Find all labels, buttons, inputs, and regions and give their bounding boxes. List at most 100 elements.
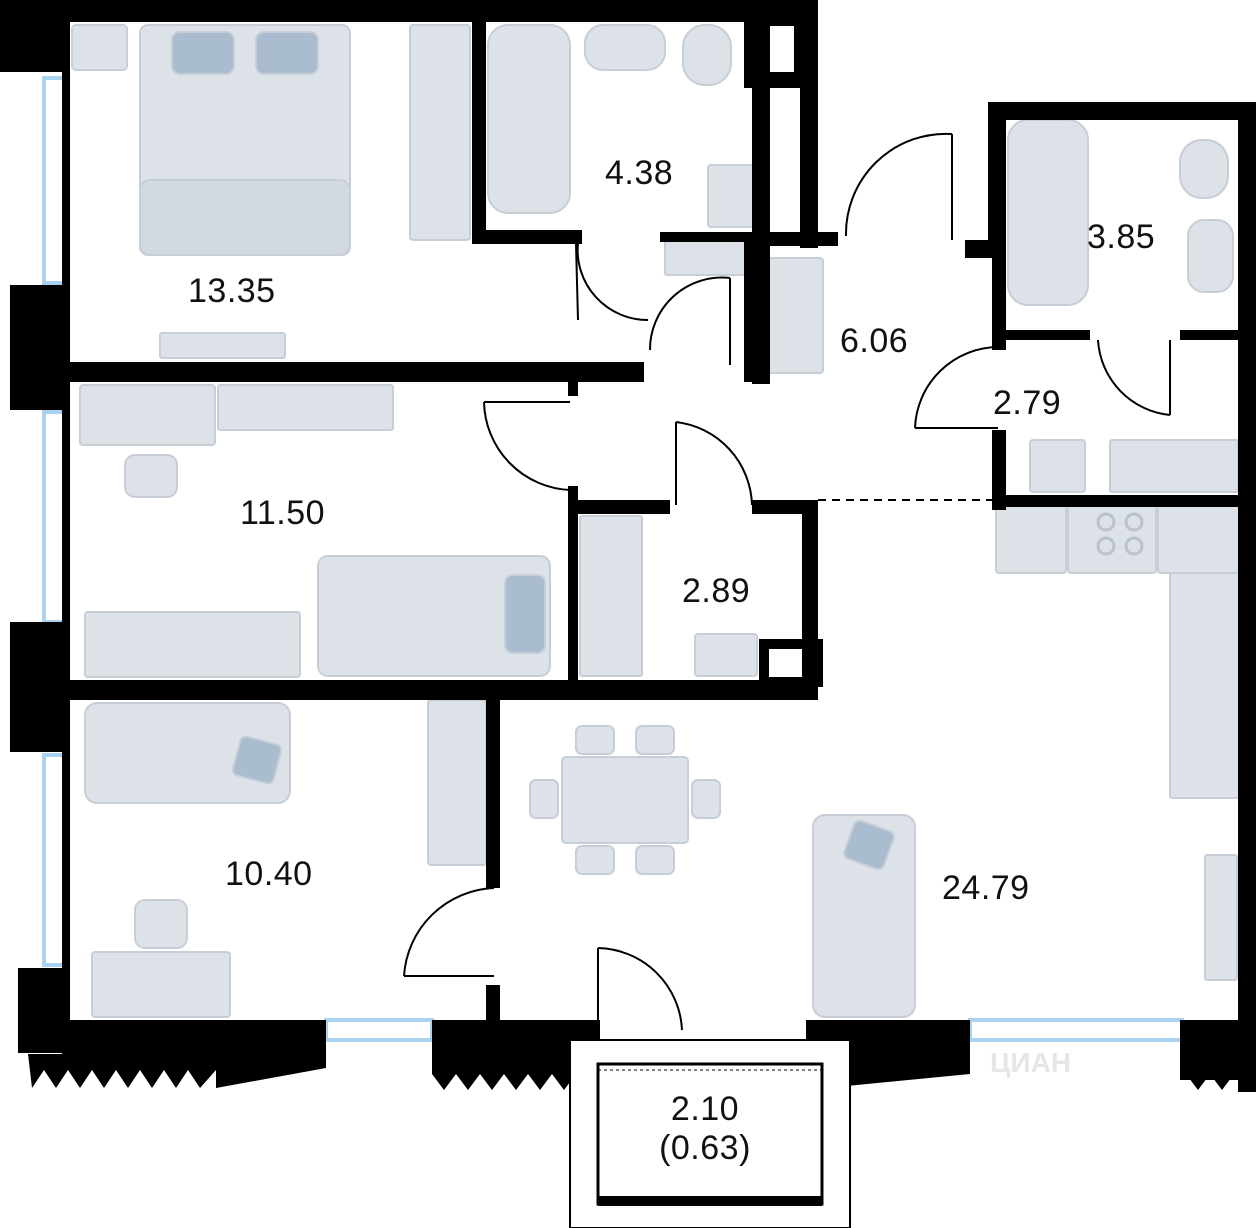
- facade-ornament: [28, 1054, 1256, 1090]
- room-area-balcony-reduced: (0.63): [659, 1129, 751, 1168]
- room-area-balcony: 2.10: [670, 1090, 740, 1128]
- wall: [568, 500, 578, 690]
- wall: [472, 230, 582, 244]
- chair: [635, 725, 675, 755]
- pillow: [843, 819, 895, 871]
- sofa: [812, 814, 916, 1018]
- room-area-bedroom-bottom: 10.40: [225, 855, 313, 893]
- tv-stand: [159, 332, 286, 359]
- wall: [660, 232, 756, 242]
- sink: [1187, 219, 1234, 293]
- outer-wall-bottom: [216, 1054, 326, 1088]
- balcony: [569, 1039, 851, 1228]
- wall: [1180, 330, 1256, 340]
- chair: [124, 454, 178, 498]
- chair: [691, 779, 721, 819]
- door-swing: [597, 947, 683, 1031]
- chair: [575, 725, 615, 755]
- wall: [568, 500, 670, 514]
- door-swing: [675, 421, 753, 506]
- window: [968, 1018, 1184, 1042]
- furniture: [71, 24, 1241, 1018]
- wall: [472, 18, 486, 244]
- door-swing: [844, 132, 953, 237]
- fridge: [995, 504, 1067, 574]
- outer-wall-right: [1238, 102, 1256, 1092]
- hall-wardrobe: [767, 257, 824, 374]
- bathtub: [1007, 119, 1089, 306]
- counter: [1169, 572, 1241, 799]
- balcony-label: 2.10 (0.63): [600, 1090, 810, 1168]
- counter: [1157, 504, 1241, 574]
- column: [1180, 1020, 1256, 1080]
- pillow: [255, 31, 319, 75]
- room-area-bathroom-2: 3.85: [1087, 218, 1156, 256]
- outer-wall-bottom: [62, 1020, 326, 1054]
- outer-wall-top: [62, 0, 818, 22]
- tv-stand: [1204, 854, 1238, 981]
- door-swing: [1097, 339, 1171, 416]
- chair: [134, 899, 188, 949]
- walls: [0, 0, 1256, 1092]
- room-area-living-kitchen: 24.79: [942, 869, 1030, 907]
- door-swing: [483, 401, 571, 491]
- column: [18, 968, 68, 1053]
- chair: [529, 779, 559, 819]
- room-area-laundry: 2.79: [993, 384, 1062, 422]
- column: [10, 285, 68, 410]
- wardrobe: [427, 699, 487, 866]
- nightstand: [71, 24, 128, 71]
- wall: [62, 362, 644, 382]
- bathtub: [487, 24, 571, 214]
- chair: [575, 845, 615, 875]
- watermark: ЦИАН: [990, 1047, 1071, 1078]
- window: [42, 76, 66, 285]
- window: [42, 753, 66, 967]
- desk: [91, 951, 231, 1018]
- dining-table: [561, 756, 689, 844]
- desk: [79, 384, 216, 446]
- door-swing: [914, 346, 999, 429]
- cooktop-burners: [1096, 512, 1144, 556]
- wall: [568, 380, 578, 396]
- wall: [992, 330, 1090, 340]
- bed-blanket: [139, 179, 351, 256]
- door-swing: [648, 276, 731, 351]
- outer-wall-top-right: [988, 102, 1256, 120]
- basket: [694, 633, 758, 677]
- door-swing: [403, 887, 495, 977]
- room-area-bedroom-middle: 11.50: [240, 494, 326, 532]
- room-area-bedroom-top: 13.35: [188, 272, 276, 310]
- outer-wall-left: [62, 0, 70, 1022]
- doors: [403, 132, 1171, 1035]
- room-area-closet: 2.89: [682, 572, 751, 610]
- wall: [988, 102, 1006, 258]
- column: [10, 622, 68, 752]
- shelf: [217, 384, 394, 431]
- wall: [992, 240, 1006, 350]
- bed-single: [317, 555, 551, 677]
- sink: [584, 24, 666, 71]
- outer-wall-left: [0, 0, 68, 72]
- window: [42, 410, 66, 624]
- room-area-hallway: 6.06: [840, 322, 909, 360]
- wall: [770, 232, 838, 246]
- window: [324, 1018, 434, 1042]
- pillow: [504, 574, 546, 654]
- laundry-rack: [1109, 439, 1239, 493]
- wall: [992, 495, 1256, 507]
- wall: [992, 430, 1006, 510]
- pillow: [171, 31, 235, 75]
- toilet: [1179, 139, 1229, 199]
- shoe-rack: [664, 239, 756, 276]
- washing-machine: [707, 164, 754, 228]
- wall: [568, 486, 578, 506]
- closet-rack: [579, 515, 643, 677]
- pillow: [231, 735, 283, 785]
- wall: [486, 985, 500, 1025]
- wall: [752, 500, 818, 514]
- wall: [744, 232, 764, 382]
- washing-machine: [1029, 439, 1086, 493]
- wall: [486, 700, 500, 888]
- wardrobe: [409, 24, 471, 241]
